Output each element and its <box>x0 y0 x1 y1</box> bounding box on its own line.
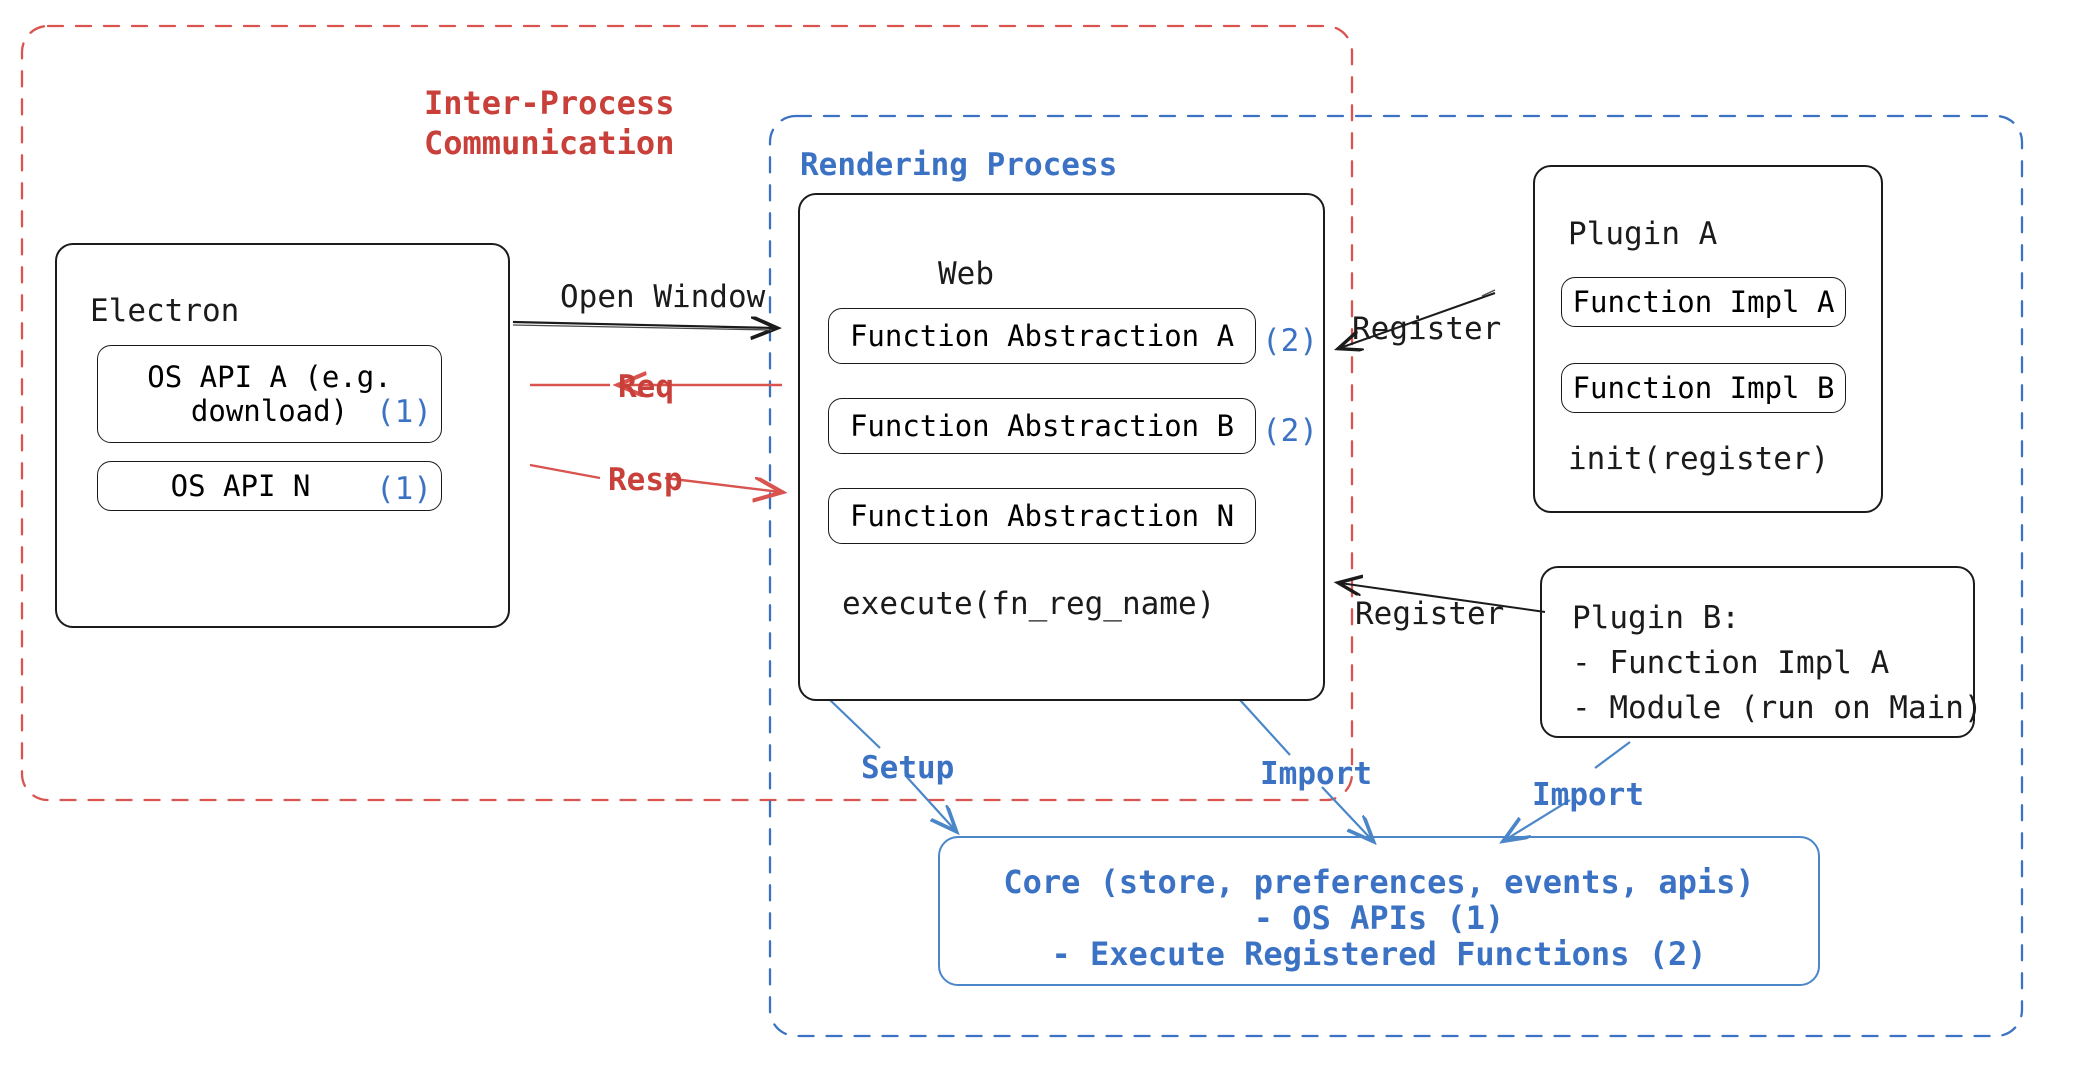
plugin-b-box[interactable] <box>1540 566 1975 738</box>
function-abstraction-b-label: Function Abstraction B <box>849 409 1235 443</box>
electron-box[interactable] <box>55 243 510 628</box>
os-api-n-marker: (1) <box>376 471 432 507</box>
os-api-n-label: OS API N <box>170 469 311 503</box>
function-abstraction-a-marker: (2) <box>1262 323 1318 359</box>
register-plugin-b-label: Register <box>1355 596 1505 632</box>
core-box[interactable] <box>938 836 1820 986</box>
plugin-a-box[interactable] <box>1533 165 1883 513</box>
arrow-setup-label: Setup <box>861 750 955 786</box>
web-title: Web <box>938 256 994 292</box>
arrow-req-label: Req <box>618 369 674 405</box>
plugin-b-title: Plugin B: <box>1572 600 1740 636</box>
os-api-a-box[interactable]: OS API A (e.g. download) <box>97 345 442 443</box>
arrow-resp-label: Resp <box>608 462 683 498</box>
function-abstraction-a-label: Function Abstraction A <box>849 319 1235 353</box>
plugin-b-item-function-impl-a: - Function Impl A <box>1572 645 1890 681</box>
arrow-import-plugin-b-label: Import <box>1532 777 1644 813</box>
web-execute-label: execute(fn_reg_name) <box>842 586 1216 622</box>
plugin-a-function-impl-a-box[interactable]: Function Impl A <box>1561 277 1846 327</box>
os-api-a-marker: (1) <box>376 394 432 430</box>
plugin-b-item-module: - Module (run on Main) <box>1572 690 1983 726</box>
arrow-import-web-label: Import <box>1260 756 1372 792</box>
rendering-process-region-label: Rendering Process <box>800 147 1118 183</box>
function-abstraction-b-box[interactable]: Function Abstraction B <box>828 398 1256 454</box>
plugin-a-title: Plugin A <box>1568 216 1718 252</box>
os-api-n-box[interactable]: OS API N <box>97 461 442 511</box>
ipc-region-label: Inter-Process Communication <box>424 84 675 162</box>
web-box[interactable] <box>798 193 1325 701</box>
arrow-open-window <box>512 322 775 330</box>
plugin-a-function-impl-b-label: Function Impl B <box>1572 371 1835 405</box>
function-abstraction-n-box[interactable]: Function Abstraction N <box>828 488 1256 544</box>
function-abstraction-b-marker: (2) <box>1262 413 1318 449</box>
plugin-a-init-label: init(register) <box>1568 441 1830 477</box>
register-plugin-a-label: Register <box>1352 311 1502 347</box>
arrow-open-window-label: Open Window <box>560 279 766 315</box>
core-line-execute-registered: - Execute Registered Functions (2) <box>1051 935 1707 973</box>
function-abstraction-n-label: Function Abstraction N <box>849 499 1235 533</box>
core-title: Core (store, preferences, events, apis) <box>1003 863 1755 901</box>
plugin-a-function-impl-a-label: Function Impl A <box>1572 285 1835 319</box>
electron-title: Electron <box>90 293 240 329</box>
function-abstraction-a-box[interactable]: Function Abstraction A <box>828 308 1256 364</box>
os-api-a-label: OS API A (e.g. download) <box>147 360 392 428</box>
core-line-os-apis: - OS APIs (1) <box>1253 899 1505 937</box>
plugin-a-function-impl-b-box[interactable]: Function Impl B <box>1561 363 1846 413</box>
